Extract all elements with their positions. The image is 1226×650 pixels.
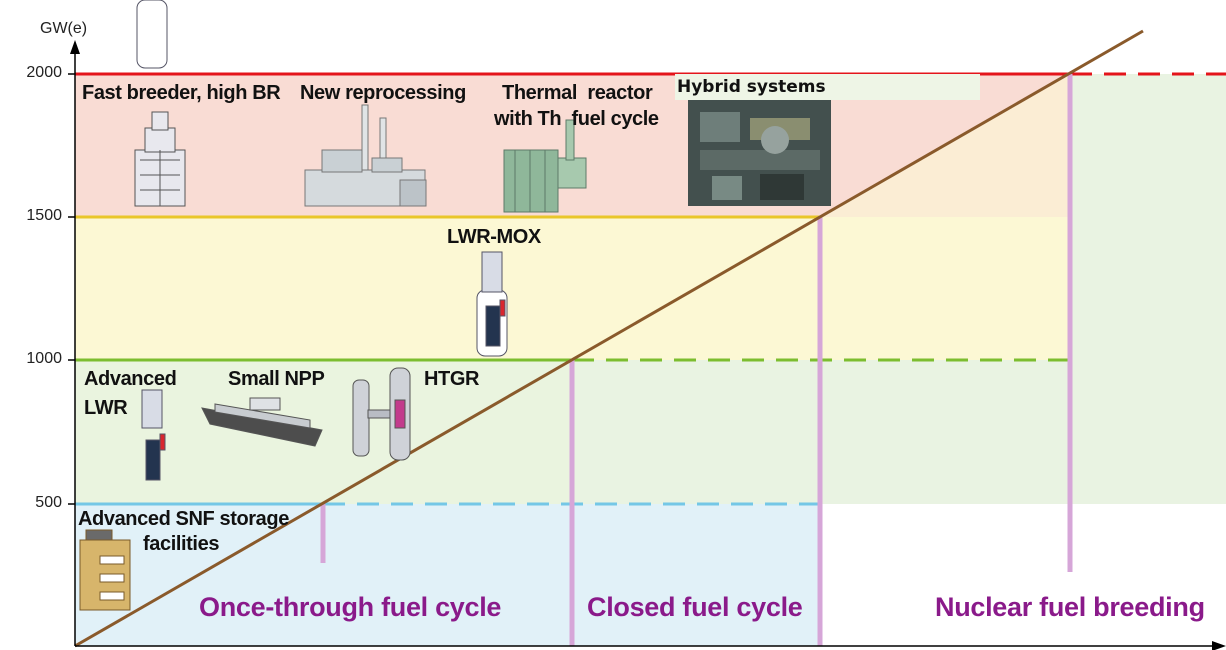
label-facilities: facilities <box>143 533 220 555</box>
label-new-reprocessing: New reprocessing <box>300 82 466 104</box>
label-hybrid-systems: Hybrid systems <box>675 74 980 100</box>
snf-storage-building-icon <box>79 529 131 611</box>
label-advanced: Advanced <box>84 368 177 390</box>
label-lwr-mox: LWR-MOX <box>447 226 541 248</box>
reprocessing-plant-icon <box>304 104 427 207</box>
htgr-reactor-icon <box>352 367 411 461</box>
y-axis-arrow <box>70 40 80 54</box>
tick-label-500: 500 <box>35 494 62 511</box>
label-fast-breeder: Fast breeder, high BR <box>82 82 281 104</box>
phase-breeding: Nuclear fuel breeding <box>935 592 1205 622</box>
growth-trend-line <box>74 29 1144 648</box>
region-above-line <box>820 74 1070 360</box>
band-white-right <box>820 504 1226 646</box>
label-lwr: LWR <box>84 397 128 419</box>
thorium-reactor-icon <box>503 119 587 213</box>
label-th-fuel-cycle: with Th fuel cycle <box>494 108 659 130</box>
y-axis-unit: GW(e) <box>40 20 88 37</box>
tick-label-1000: 1000 <box>26 350 62 367</box>
phase-closed: Closed fuel cycle <box>587 592 803 622</box>
label-thermal-reactor: Thermal reactor <box>502 82 653 104</box>
x-axis-arrow <box>1212 641 1226 650</box>
tick-label-1500: 1500 <box>26 207 62 224</box>
label-advanced-snf-storage: Advanced SNF storage <box>78 508 289 530</box>
label-htgr: HTGR <box>424 368 480 390</box>
region-right-green <box>1070 74 1226 504</box>
fast-breeder-reactor-icon <box>134 111 186 207</box>
label-small-npp: Small NPP <box>228 368 325 390</box>
small-npp-barge-icon <box>201 397 323 447</box>
phase-once-through: Once-through fuel cycle <box>199 592 502 622</box>
advanced-lwr-reactor-icon <box>136 0 168 481</box>
tick-label-2000: 2000 <box>26 64 62 81</box>
hybrid-systems-photo <box>688 100 831 206</box>
lwr-mox-reactor-icon <box>476 251 508 357</box>
